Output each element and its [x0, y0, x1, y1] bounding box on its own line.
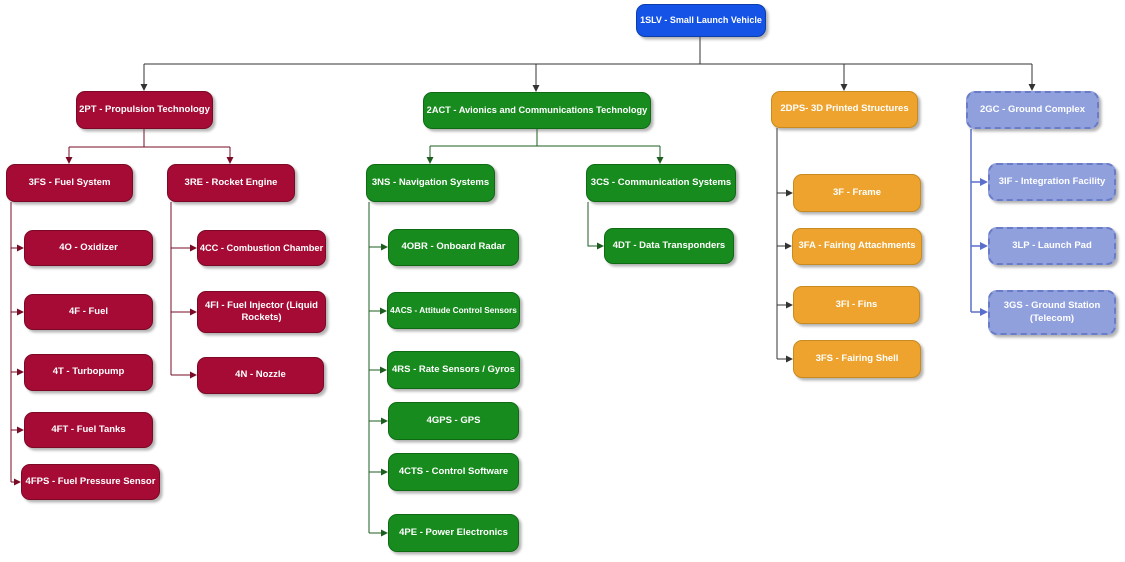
node-label: 3NS - Navigation Systems [371, 176, 490, 188]
node-4t-turbopump[interactable]: 4T - Turbopump [24, 354, 153, 391]
node-4obr-onboard-radar[interactable]: 4OBR - Onboard Radar [388, 229, 519, 266]
node-3re-rocket-engine[interactable]: 3RE - Rocket Engine [167, 164, 295, 202]
node-4cc-combustion-chamber[interactable]: 4CC - Combustion Chamber [197, 230, 326, 266]
node-label: 3CS - Communication Systems [590, 176, 732, 188]
node-4pe-power-electronics[interactable]: 4PE - Power Electronics [388, 514, 519, 552]
node-label: 3RE - Rocket Engine [184, 176, 278, 188]
node-label: 4N - Nozzle [235, 369, 286, 381]
node-3f-frame[interactable]: 3F - Frame [793, 174, 921, 212]
node-4ft-fuel-tanks[interactable]: 4FT - Fuel Tanks [24, 412, 153, 448]
node-label: 2PT - Propulsion Technology [79, 103, 210, 115]
node-2dps-3d-printed-structures[interactable]: 2DPS- 3D Printed Structures [771, 91, 918, 128]
node-3fi-fins[interactable]: 3FI - Fins [793, 286, 920, 324]
node-3ns-navigation-systems[interactable]: 3NS - Navigation Systems [366, 164, 495, 202]
node-label: 3FS - Fuel System [28, 176, 111, 188]
node-label: 3FI - Fins [835, 298, 878, 310]
node-label: 4CTS - Control Software [398, 465, 509, 477]
node-3fa-fairing-attachments[interactable]: 3FA - Fairing Attachments [792, 228, 922, 265]
node-4dt-data-transponders[interactable]: 4DT - Data Transponders [604, 228, 734, 264]
node-label: 4FPS - Fuel Pressure Sensor [25, 475, 156, 487]
node-label: 4PE - Power Electronics [399, 526, 508, 538]
node-label: 4CC - Combustion Chamber [199, 242, 324, 253]
node-3if-integration-facility[interactable]: 3IF - Integration Facility [988, 163, 1116, 201]
node-4rs-rate-sensors-gyros[interactable]: 4RS - Rate Sensors / Gyros [387, 351, 520, 389]
node-3gs-ground-station[interactable]: 3GS - Ground Station (Telecom) [988, 290, 1116, 335]
node-2gc-ground-complex[interactable]: 2GC - Ground Complex [966, 91, 1099, 129]
node-2act-avionics-communications[interactable]: 2ACT - Avionics and Communications Techn… [423, 92, 651, 129]
node-label: 3FS - Fairing Shell [815, 352, 899, 364]
node-label: 4O - Oxidizer [59, 241, 118, 253]
node-2pt-propulsion-technology[interactable]: 2PT - Propulsion Technology [76, 91, 213, 129]
node-4fps-fuel-pressure-sensor[interactable]: 4FPS - Fuel Pressure Sensor [21, 464, 160, 500]
node-label: 4OBR - Onboard Radar [401, 241, 506, 253]
node-label: 3F - Frame [832, 186, 882, 198]
node-label: 4RS - Rate Sensors / Gyros [391, 363, 516, 375]
node-3fs-fairing-shell[interactable]: 3FS - Fairing Shell [793, 340, 921, 378]
node-label: 3IF - Integration Facility [998, 175, 1106, 187]
node-4cts-control-software[interactable]: 4CTS - Control Software [388, 453, 519, 491]
node-4gps-gps[interactable]: 4GPS - GPS [388, 402, 519, 440]
node-4n-nozzle[interactable]: 4N - Nozzle [197, 357, 324, 394]
node-label: 3GS - Ground Station (Telecom) [1003, 300, 1101, 324]
node-3fs-fuel-system[interactable]: 3FS - Fuel System [6, 164, 133, 202]
node-4o-oxidizer[interactable]: 4O - Oxidizer [24, 230, 153, 266]
node-label: 2GC - Ground Complex [979, 103, 1086, 115]
node-label: 4FT - Fuel Tanks [51, 423, 126, 435]
node-label: 4T - Turbopump [52, 366, 125, 378]
node-3lp-launch-pad[interactable]: 3LP - Launch Pad [988, 227, 1116, 265]
node-label: 2ACT - Avionics and Communications Techn… [426, 105, 648, 116]
node-label: 3FA - Fairing Attachments [798, 240, 916, 252]
node-label: 4ACS - Attitude Control Sensors [390, 305, 517, 315]
node-label: 1SLV - Small Launch Vehicle [640, 15, 762, 26]
node-3cs-communication-systems[interactable]: 3CS - Communication Systems [586, 164, 736, 202]
node-1slv-small-launch-vehicle[interactable]: 1SLV - Small Launch Vehicle [636, 4, 766, 37]
node-label: 2DPS- 3D Printed Structures [780, 103, 909, 115]
node-label: 4FI - Fuel Injector (Liquid Rockets) [205, 299, 318, 323]
node-4acs-attitude-control-sensors[interactable]: 4ACS - Attitude Control Sensors [387, 292, 520, 329]
node-label: 4DT - Data Transponders [612, 239, 726, 251]
node-label: 4GPS - GPS [426, 414, 481, 426]
node-label: 4F - Fuel [68, 305, 109, 317]
node-4f-fuel[interactable]: 4F - Fuel [24, 294, 153, 330]
node-4fi-fuel-injector[interactable]: 4FI - Fuel Injector (Liquid Rockets) [197, 291, 326, 333]
node-label: 3LP - Launch Pad [1012, 239, 1092, 251]
